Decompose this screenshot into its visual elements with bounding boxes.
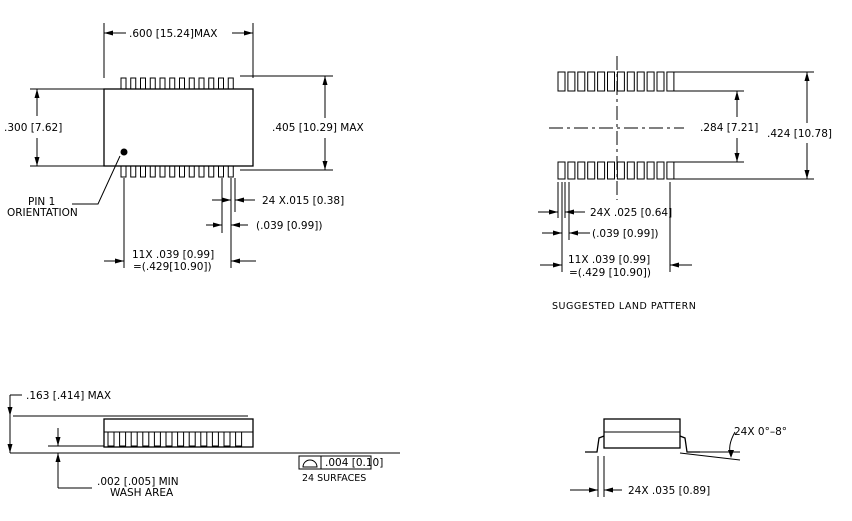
side-lead	[107, 431, 115, 447]
land-inner-dim: .284 [7.21]	[700, 122, 758, 134]
lead	[140, 77, 146, 90]
land-pad	[607, 71, 615, 92]
land-pitch-total-line1: 11X .039 [0.99]	[568, 254, 650, 266]
lead	[218, 77, 224, 90]
lead	[149, 165, 156, 178]
lead	[208, 77, 215, 90]
lead	[140, 165, 146, 178]
lead	[208, 165, 215, 178]
side-height-dim: .163 [.414] MAX	[26, 390, 111, 402]
side-lead	[177, 431, 185, 447]
lead	[120, 165, 127, 178]
land-pad-width-dim: 24X .025 [0.64]	[590, 207, 672, 219]
side-view-body	[103, 418, 254, 448]
flatness-note: 24 SURFACES	[302, 473, 366, 484]
side-lead	[188, 431, 196, 447]
land-pad	[666, 161, 675, 180]
lead	[198, 77, 205, 90]
side-lead	[153, 431, 161, 447]
foot-length-dim: 24X .035 [0.89]	[628, 485, 710, 497]
land-pad	[616, 161, 625, 180]
land-pad	[666, 71, 675, 92]
land-pad	[636, 71, 645, 92]
lead	[227, 77, 234, 90]
land-pad	[587, 71, 596, 92]
land-pad	[557, 71, 566, 92]
land-pads-upper-row	[557, 71, 675, 92]
land-outer-dim: .424 [10.78]	[767, 128, 832, 140]
side-view-leads	[107, 431, 243, 447]
land-pad	[636, 161, 645, 180]
lead	[188, 77, 195, 90]
lead	[198, 165, 205, 178]
lead	[130, 165, 137, 178]
land-pattern-caption: SUGGESTED LAND PATTERN	[552, 301, 696, 312]
side-lead	[223, 431, 231, 447]
lead	[227, 165, 234, 178]
land-pattern-view: .284 [7.21] .424 [10.78] 24X .025 [0.64]…	[538, 56, 832, 312]
pin1-label-line2: ORIENTATION	[7, 207, 78, 219]
land-pad	[607, 161, 615, 180]
top-body-height-dim: .300 [7.62]	[4, 122, 62, 134]
land-pad	[577, 161, 586, 180]
top-view-lower-leads	[120, 165, 234, 178]
land-pad	[656, 161, 665, 180]
lead	[169, 165, 176, 178]
side-lead	[119, 431, 127, 447]
top-view-body	[103, 88, 254, 167]
top-view-upper-leads	[120, 77, 234, 90]
land-pad	[597, 71, 606, 92]
lead-angle-dim: 24X 0°–8°	[734, 426, 787, 438]
side-lead	[165, 431, 173, 447]
lead	[169, 77, 176, 90]
lead	[149, 77, 156, 90]
flatness-value: .004 [0.10]	[325, 457, 383, 469]
pin1-label-line1: PIN 1	[28, 196, 55, 208]
lead	[120, 77, 127, 90]
land-pad	[656, 71, 665, 92]
lead	[218, 165, 224, 178]
land-pad-pitch-ref-dim: (.039 [0.99])	[592, 228, 658, 240]
land-pad	[626, 161, 635, 180]
land-pitch-total-line2: =(.429 [10.90])	[569, 267, 651, 279]
side-lead	[211, 431, 219, 447]
top-width-dim: .600 [15.24]MAX	[129, 28, 217, 40]
lead	[188, 165, 195, 178]
pin1-marker	[120, 148, 128, 156]
land-pad	[577, 71, 586, 92]
land-pad	[557, 161, 566, 180]
land-pad	[616, 71, 625, 92]
lead	[159, 165, 166, 178]
lead-pitch-total-line2: =(.429[10.90])	[133, 261, 212, 273]
lead	[159, 77, 166, 90]
top-overall-height-dim: .405 [10.29] MAX	[272, 122, 364, 134]
standoff-dim-line1: .002 [.005] MIN	[97, 476, 179, 488]
land-pad	[567, 71, 576, 92]
land-pad	[646, 71, 655, 92]
land-pads-lower-row	[557, 161, 675, 180]
side-lead	[130, 431, 138, 447]
land-pad	[626, 71, 635, 92]
lead-pitch-total-line1: 11X .039 [0.99]	[132, 249, 214, 261]
side-view: .163 [.414] MAX .002 [.005] MIN WASH ARE…	[7, 390, 400, 499]
land-pad	[597, 161, 606, 180]
land-pad	[567, 161, 576, 180]
side-lead	[200, 431, 208, 447]
land-pad	[587, 161, 596, 180]
land-pad	[646, 161, 655, 180]
top-view: .600 [15.24]MAX .300 [7.62] .405 [10.29]…	[4, 23, 364, 273]
end-view-body	[603, 418, 681, 449]
end-view: 24X 0°–8° 24X .035 [0.89]	[570, 418, 787, 497]
lead	[179, 165, 185, 178]
lead	[130, 77, 137, 90]
lead	[179, 77, 185, 90]
standoff-dim-line2: WASH AREA	[110, 487, 174, 499]
side-lead	[142, 431, 150, 447]
lead-pitch-ref-dim: (.039 [0.99])	[256, 220, 322, 232]
side-lead	[235, 431, 243, 447]
lead-width-dim: 24 X.015 [0.38]	[262, 195, 344, 207]
